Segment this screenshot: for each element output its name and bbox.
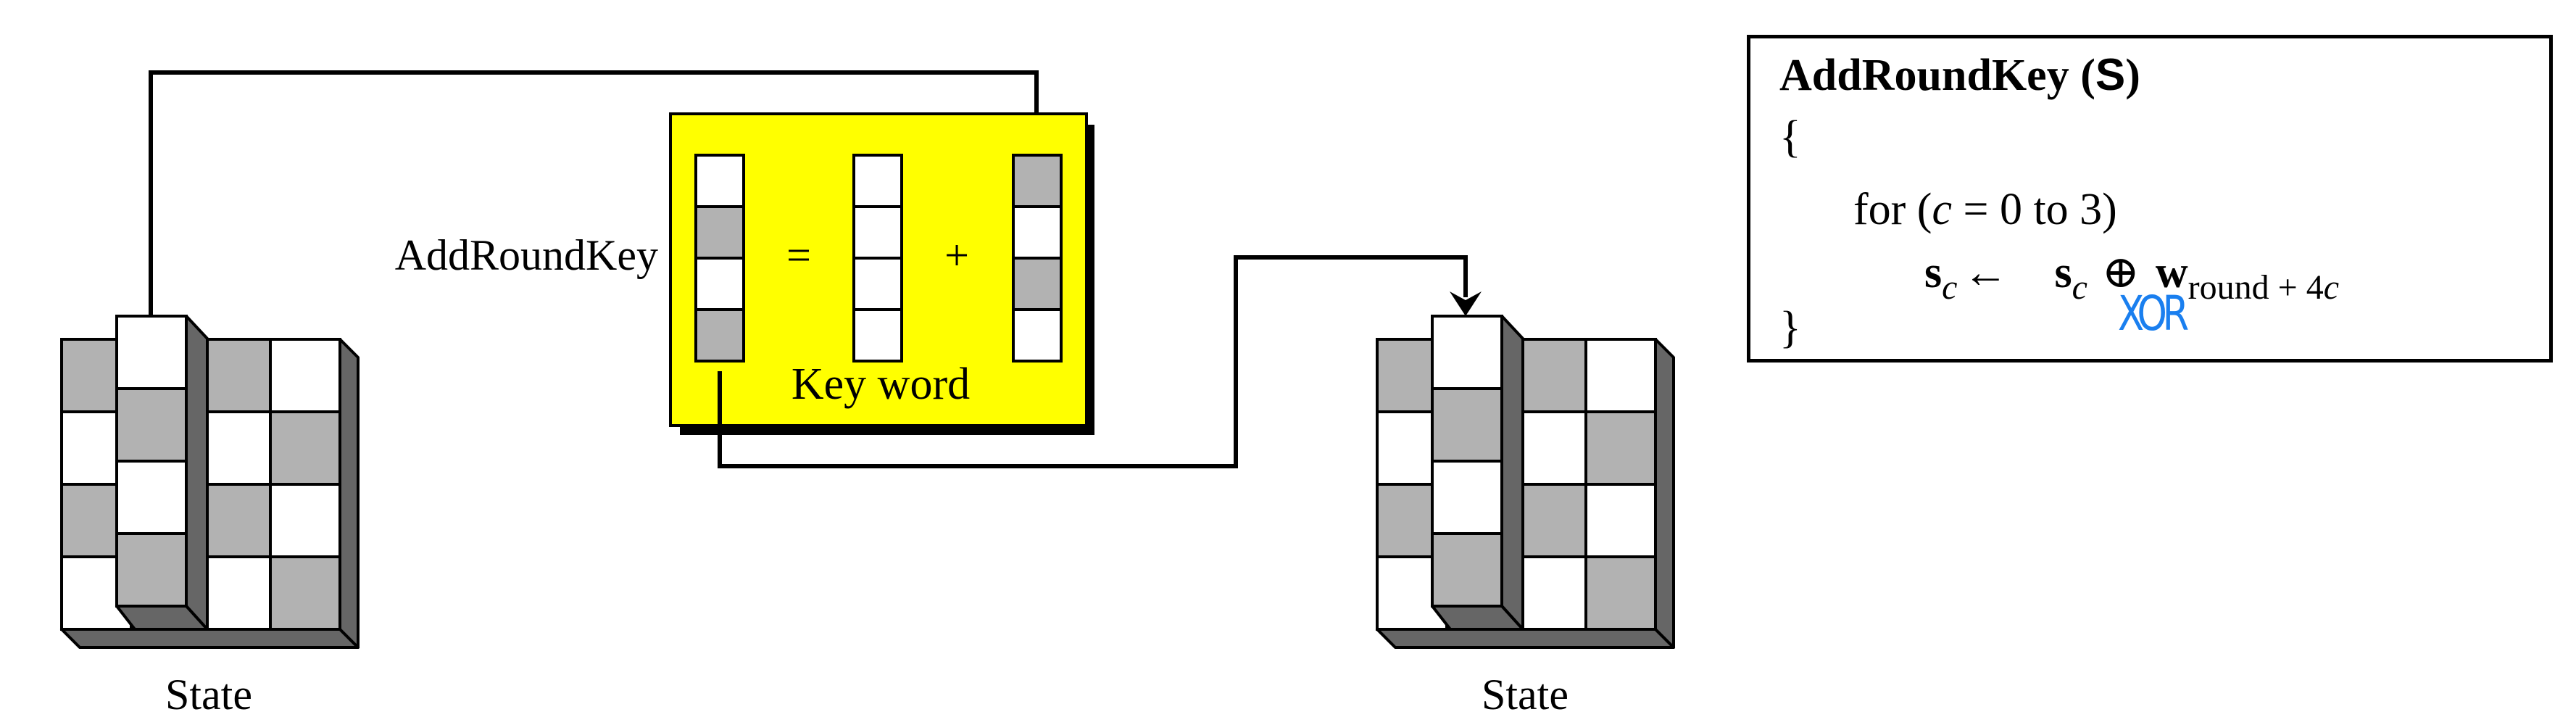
column-cell	[852, 205, 903, 260]
for-range: = 0 to 3)	[1951, 185, 2117, 234]
column-cell	[1012, 308, 1063, 362]
left-state-cell	[199, 338, 272, 413]
key-column	[1012, 154, 1063, 362]
column-cell	[694, 154, 745, 208]
states	[60, 315, 1675, 649]
equals-sign: =	[786, 231, 811, 279]
result-column	[694, 154, 745, 362]
rhs-state-subscript: c	[2072, 268, 2087, 307]
left-state-raised-cell	[115, 532, 188, 608]
lhs-symbol: s	[1924, 248, 1943, 297]
arrowhead-into-new-state	[1450, 291, 1482, 316]
right-state-raised-cell	[1431, 532, 1503, 608]
right-state-cell	[1584, 555, 1657, 631]
assign-arrow-icon: ←	[1963, 248, 2008, 297]
connector-state-to-key	[149, 70, 1039, 316]
rhs-word-subscript: round + 4	[2187, 268, 2324, 307]
xor-icon: ⊕	[2101, 248, 2140, 297]
left-state-base-shade	[60, 628, 360, 649]
key-columns	[694, 154, 1063, 362]
right-state-cell	[1515, 483, 1587, 558]
open-brace: {	[1779, 112, 1801, 162]
for-prefix: for (	[1853, 185, 1932, 234]
algorithm-box: AddRoundKey (S) { for (c = 0 to 3) sc←sc…	[1747, 35, 2553, 362]
column-cell	[694, 205, 745, 260]
left-state-cell	[199, 410, 272, 486]
column-cell	[852, 154, 903, 208]
right-state-cell	[1584, 483, 1657, 558]
algorithm-title-arg: S	[2095, 50, 2126, 100]
lhs-subscript: c	[1942, 268, 1958, 307]
algorithm-title: AddRoundKey (S)	[1779, 50, 2140, 100]
column-cell	[852, 257, 903, 311]
rhs-word-symbol: w	[2155, 248, 2188, 297]
for-loop-header: for (c = 0 to 3)	[1853, 187, 2117, 232]
column-cell	[1012, 154, 1063, 208]
plus-sign: +	[944, 231, 969, 279]
column-cell	[1012, 205, 1063, 260]
handwritten-xor-note: XOR	[2118, 286, 2189, 341]
left-state-cell	[199, 483, 272, 558]
operation-label: AddRoundKey	[395, 231, 658, 279]
left-state-cell	[269, 555, 341, 631]
right-state-right-shade	[1654, 338, 1675, 649]
state-column	[852, 154, 903, 362]
right-state-cell	[1515, 555, 1587, 631]
right-state-raised-side-shade	[1500, 315, 1524, 631]
right-state-cell	[1515, 338, 1587, 413]
left-state-cell	[269, 338, 341, 413]
right-state-raised-cell	[1431, 460, 1503, 535]
column-cell	[694, 257, 745, 311]
key-word-label: Key word	[792, 360, 970, 409]
right-state-label: State	[1482, 671, 1569, 718]
left-state-cell	[269, 483, 341, 558]
left-state	[60, 315, 360, 649]
algorithm-title-text: AddRoundKey (	[1779, 51, 2095, 100]
right-state-raised-cell	[1431, 387, 1503, 463]
right-state-base-shade	[1376, 628, 1675, 649]
left-state-label: State	[165, 671, 252, 718]
right-state-raised-cell	[1431, 315, 1503, 390]
left-state-right-shade	[338, 338, 360, 649]
column-cell	[852, 308, 903, 362]
right-state-cell	[1584, 338, 1657, 413]
left-state-cell	[199, 555, 272, 631]
right-state	[1376, 315, 1675, 649]
left-state-cell	[269, 410, 341, 486]
left-state-raised-side-shade	[185, 315, 209, 631]
right-state-cell	[1515, 410, 1587, 486]
left-state-raised-cell	[115, 387, 188, 463]
right-state-cell	[1584, 410, 1657, 486]
column-cell	[1012, 257, 1063, 311]
algorithm-title-close: )	[2125, 51, 2140, 100]
rhs-state-symbol: s	[2054, 248, 2072, 297]
column-cell	[694, 308, 745, 362]
close-brace: }	[1779, 303, 1801, 352]
left-state-raised-cell	[115, 460, 188, 535]
for-variable: c	[1932, 185, 1952, 234]
assignment-statement: sc←sc⊕wround + 4c	[1924, 248, 2339, 305]
rhs-word-subscript-var: c	[2323, 268, 2340, 307]
left-state-raised-cell	[115, 315, 188, 390]
